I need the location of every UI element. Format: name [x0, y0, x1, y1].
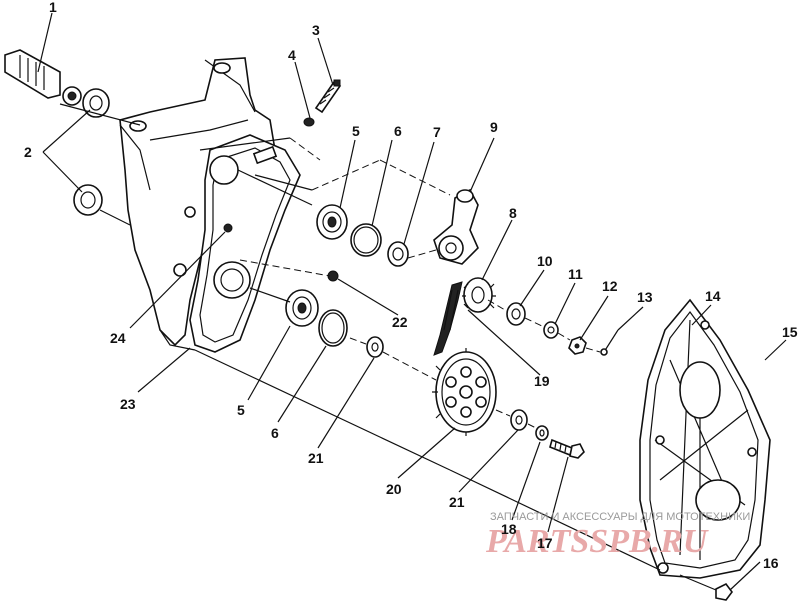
chain-guide	[189, 134, 301, 353]
callout-8: 8	[509, 205, 517, 221]
cotter-pin-13	[600, 329, 619, 356]
washer-18	[535, 425, 549, 441]
callout-17: 17	[537, 535, 553, 551]
chaincase-cover	[639, 298, 771, 579]
washer-21-right	[510, 409, 528, 431]
chaincase-housing	[119, 57, 276, 351]
callout-4: 4	[288, 47, 296, 63]
screw-24	[223, 223, 233, 233]
callout-21-right: 21	[449, 494, 465, 510]
bearing-lower	[285, 289, 319, 327]
callout-16: 16	[763, 555, 779, 571]
drive-chain	[433, 281, 463, 356]
lower-sprocket	[432, 348, 497, 436]
washer-10	[506, 302, 526, 326]
bolt-16	[715, 582, 733, 601]
upper-sprocket	[462, 277, 496, 313]
bushing-7	[387, 241, 409, 267]
callout-9: 9	[490, 119, 498, 135]
callout-3: 3	[312, 22, 320, 38]
tensioner-arm	[433, 188, 479, 265]
leader-lines	[37, 12, 787, 591]
bearing-upper	[316, 204, 348, 240]
callout-15: 15	[782, 324, 798, 340]
screw-3	[314, 79, 342, 114]
callout-21-left: 21	[308, 450, 324, 466]
callout-10: 10	[537, 253, 553, 269]
callout-6-upper: 6	[394, 123, 402, 139]
callout-19: 19	[534, 373, 550, 389]
callout-5-lower: 5	[237, 402, 245, 418]
callout-23: 23	[120, 396, 136, 412]
washer-21-left	[366, 336, 384, 358]
callout-2: 2	[24, 144, 32, 160]
callout-13: 13	[637, 289, 653, 305]
callout-6-lower: 6	[271, 425, 279, 441]
callout-12: 12	[602, 278, 618, 294]
callout-18: 18	[501, 521, 517, 537]
callout-5-upper: 5	[352, 123, 360, 139]
oring-upper	[350, 223, 382, 257]
callout-11: 11	[568, 266, 583, 282]
callout-1: 1	[49, 0, 57, 15]
callout-labels: 1 2 3 4 5 6 7 9 8 10 11 12 13 14 15 22 2…	[24, 0, 798, 571]
callout-14: 14	[705, 288, 721, 304]
bolt-17	[549, 438, 585, 459]
watermark: ЗАПЧАСТИ И АКСЕССУАРЫ ДЛЯ МОТОТЕХНИКИ PA…	[485, 511, 750, 560]
watermark-brand: PARTSSPB.RU	[485, 523, 710, 560]
assembly-lines	[59, 103, 717, 591]
oring-lower	[318, 309, 348, 347]
callout-20: 20	[386, 481, 402, 497]
washer-11	[543, 321, 559, 339]
seal-lower	[73, 184, 103, 216]
dowel-4	[303, 117, 315, 127]
callout-7: 7	[433, 124, 441, 140]
watermark-caption: ЗАПЧАСТИ И АКСЕССУАРЫ ДЛЯ МОТОТЕХНИКИ	[490, 511, 750, 523]
nut-12	[568, 336, 587, 355]
callout-22: 22	[392, 314, 408, 330]
callout-24: 24	[110, 330, 126, 346]
drive-shaft	[4, 49, 82, 106]
